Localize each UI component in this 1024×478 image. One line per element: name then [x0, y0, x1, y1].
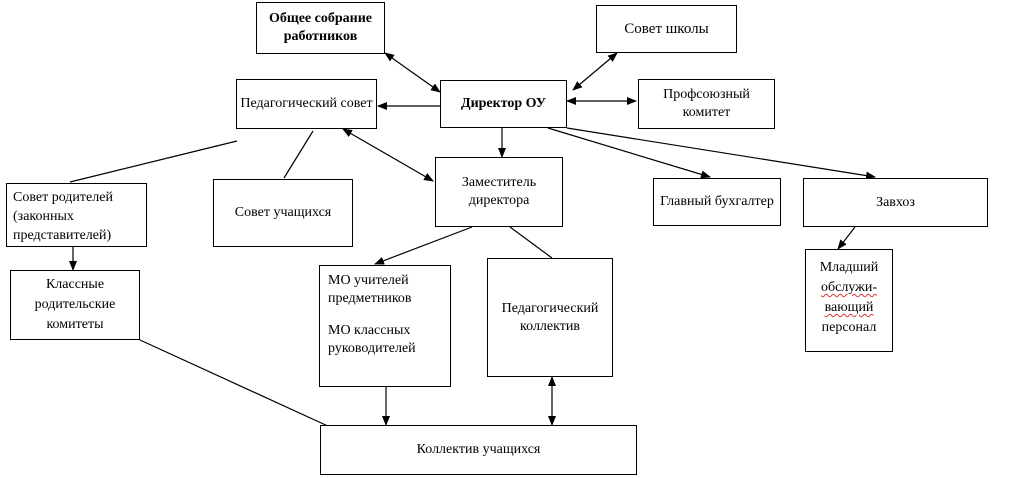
node-mo-class-teachers-label: МО классных руководителей — [328, 323, 416, 356]
edge-deputy-ped-collective — [509, 226, 553, 259]
node-junior-staff-line3: вающий — [824, 300, 874, 315]
node-school-council: Совет школы — [596, 5, 737, 53]
edge-ped-council-deputy — [342, 128, 434, 182]
edge-director-caretaker — [566, 127, 876, 180]
node-parents-council-label: Совет родителей (законных представителей… — [13, 190, 113, 243]
node-junior-staff-line2: обслужи- — [821, 280, 877, 295]
node-students-collective-label: Коллектив учащихся — [416, 442, 541, 457]
edge-ped-council-parents — [69, 140, 238, 183]
node-chief-accountant: Главный бухгалтер — [653, 178, 781, 226]
node-junior-staff-line4: персонал — [821, 320, 877, 335]
node-caretaker: Завхоз — [803, 178, 988, 227]
edge-caretaker-junior-staff — [837, 226, 856, 250]
node-junior-staff: Младший обслужи- вающий персонал — [805, 249, 893, 352]
node-class-parent-committees: Классные родительские комитеты — [10, 270, 140, 340]
node-ped-council: Педагогический совет — [236, 79, 377, 129]
node-junior-staff-line1: Младший — [819, 260, 879, 275]
node-mo: МО учителей предметников МО классных рук… — [319, 265, 451, 387]
node-students-council: Совет учащихся — [213, 179, 353, 247]
node-general-meeting-label: Общее собрание работников — [269, 11, 372, 44]
node-students-council-label: Совет учащихся — [234, 205, 332, 220]
edge-general-meeting-director — [384, 52, 441, 93]
node-ped-collective-label: Педагогический коллектив — [501, 300, 599, 334]
edge-ped-council-students — [283, 130, 314, 179]
node-trade-union: Профсоюзный комитет — [638, 79, 775, 129]
edge-school-council-director — [572, 52, 618, 91]
node-director: Директор ОУ — [440, 80, 567, 128]
node-chief-accountant-label: Главный бухгалтер — [660, 194, 774, 209]
node-mo-subject-teachers-label: МО учителей предметников — [328, 273, 412, 306]
node-general-meeting: Общее собрание работников — [256, 2, 385, 54]
node-students-collective: Коллектив учащихся — [320, 425, 637, 475]
node-parents-council: Совет родителей (законных представителей… — [6, 183, 147, 247]
node-director-label: Директор ОУ — [460, 96, 547, 111]
edge-director-accountant — [547, 127, 711, 179]
node-deputy-director-label: Заместитель директора — [461, 175, 537, 208]
node-class-parent-committees-label: Классные родительские комитеты — [34, 277, 116, 332]
node-ped-council-label: Педагогический совет — [240, 96, 373, 111]
node-deputy-director: Заместитель директора — [435, 157, 563, 227]
node-caretaker-label: Завхоз — [876, 194, 915, 210]
edge-deputy-mo — [374, 226, 473, 265]
node-school-council-label: Совет школы — [624, 21, 709, 37]
node-trade-union-label: Профсоюзный комитет — [663, 87, 750, 120]
node-ped-collective: Педагогический коллектив — [487, 258, 613, 377]
edge-class-committees-students — [139, 339, 331, 428]
